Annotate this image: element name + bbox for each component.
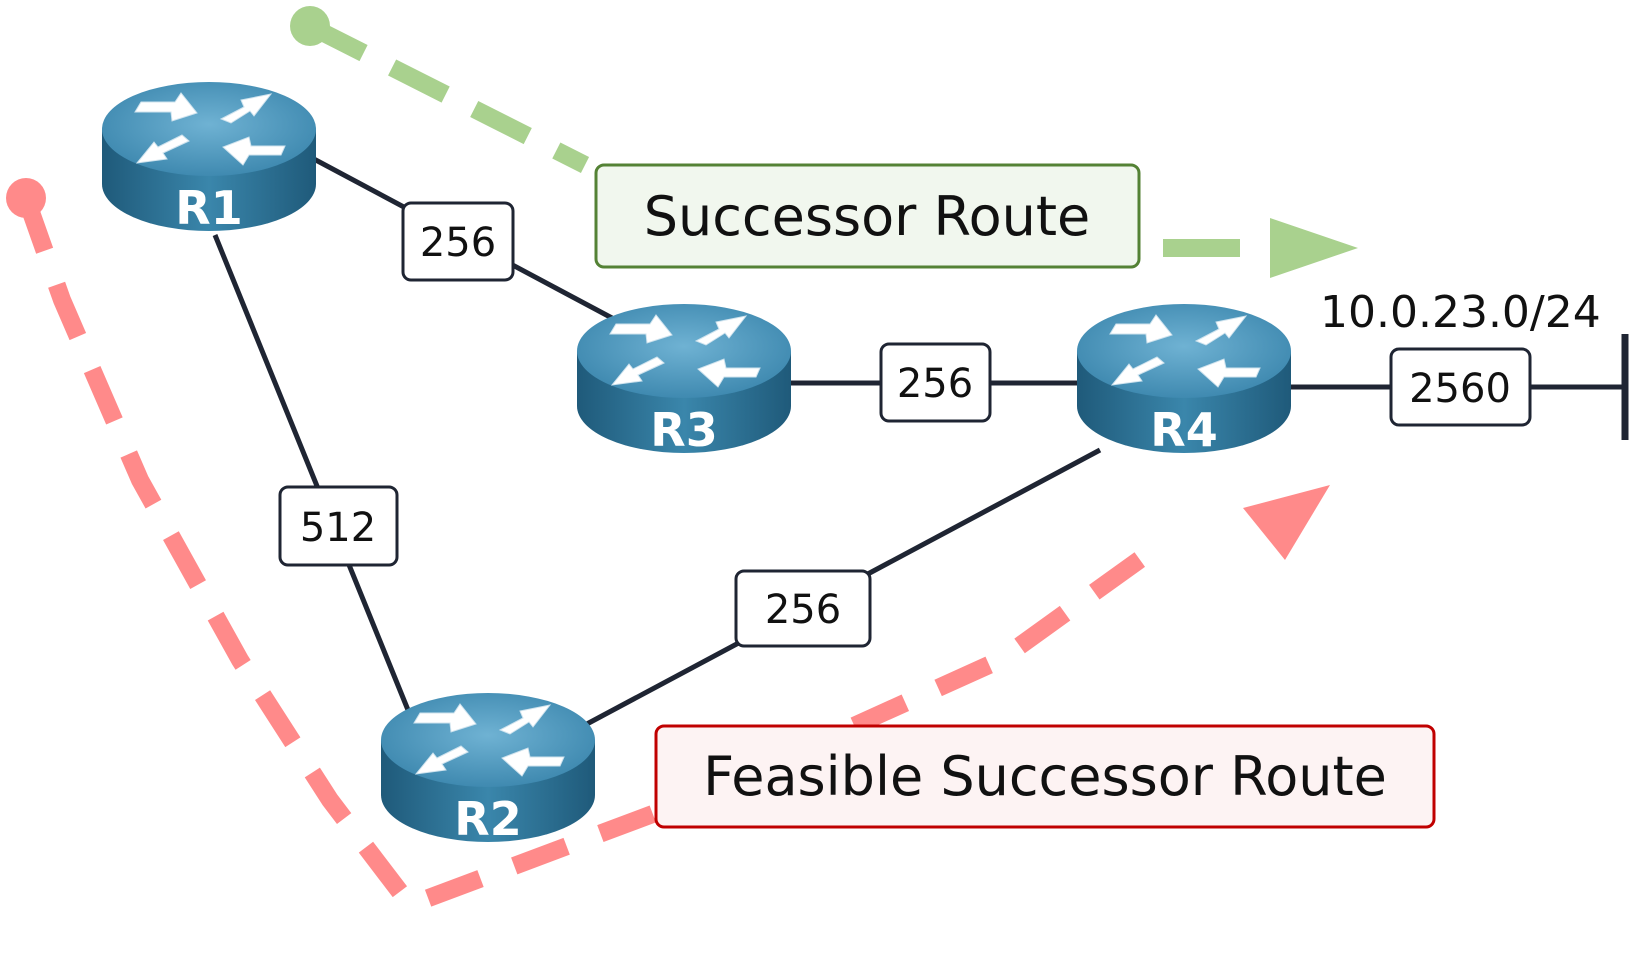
cost-r1-r2: 512 [300, 505, 376, 551]
router-r1[interactable]: R1 [101, 81, 317, 235]
cost-r4-network: 2560 [1409, 366, 1511, 412]
successor-route-start-dot [290, 6, 330, 46]
router-r2-label: R2 [454, 792, 521, 846]
router-r4[interactable]: R4 [1076, 303, 1292, 457]
router-r1-label: R1 [175, 181, 242, 235]
feasible-successor-route-arrowhead [1243, 485, 1330, 560]
router-r2[interactable]: R2 [380, 692, 596, 846]
successor-route-path [305, 17, 590, 174]
cost-box-r1-r3: 256 [401, 201, 515, 282]
feasible-successor-route-start-dot [6, 178, 46, 218]
cost-box-r3-r4: 256 [879, 342, 992, 423]
feasible-successor-route-label: Feasible Successor Route [703, 745, 1387, 808]
feasible-successor-route-label-box: Feasible Successor Route [654, 724, 1436, 829]
cost-box-r2-r4: 256 [734, 569, 872, 648]
cost-r2-r4: 256 [765, 587, 841, 633]
router-r3[interactable]: R3 [576, 303, 792, 457]
cost-box-r4-network: 2560 [1389, 347, 1532, 427]
successor-route-label: Successor Route [644, 185, 1091, 248]
cost-r1-r3: 256 [420, 220, 496, 266]
cost-box-r1-r2: 512 [278, 485, 399, 567]
router-r4-label: R4 [1150, 403, 1217, 457]
network-prefix-label: 10.0.23.0/24 [1320, 287, 1601, 338]
router-r3-label: R3 [650, 403, 717, 457]
feasible-successor-route-path [17, 195, 1166, 916]
link-r1-r2 [212, 234, 411, 711]
successor-route-label-box: Successor Route [594, 163, 1141, 269]
cost-r3-r4: 256 [897, 361, 973, 407]
successor-route-arrowhead [1270, 218, 1358, 278]
